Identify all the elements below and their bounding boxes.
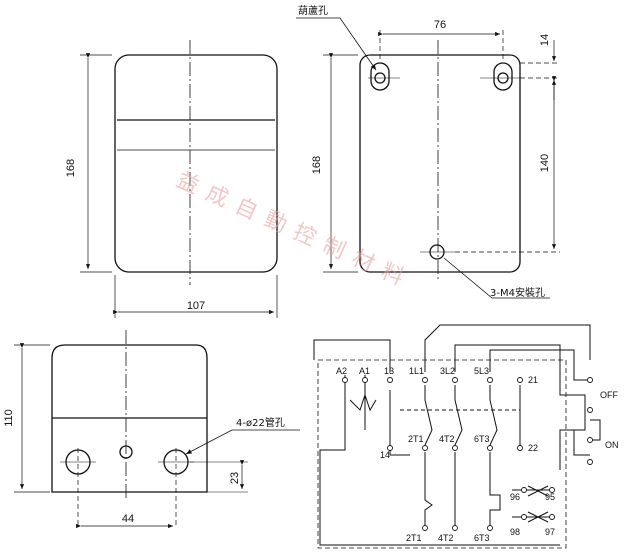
terminal-13: 13	[384, 366, 394, 376]
terminal-a2: A2	[336, 366, 347, 376]
side-height-value: 110	[3, 409, 15, 427]
terminal-2t1-mid: 2T1	[408, 434, 424, 444]
mount-label: 3-M4安裝孔	[490, 286, 545, 299]
coil-symbol	[349, 393, 377, 412]
terminal-22: 22	[528, 443, 538, 453]
side-outline	[51, 344, 208, 493]
terminal-a1: A1	[359, 366, 370, 376]
mount-leader	[443, 257, 550, 299]
rear-width-value: 76	[434, 19, 446, 31]
terminal-1l1: 1L1	[409, 366, 424, 376]
output-6t3: 6T3	[474, 533, 490, 543]
rear-height-value: 168	[311, 156, 323, 174]
watermark: 益成自動控制材料	[173, 168, 417, 295]
terminal-4t2-mid: 4T2	[439, 434, 455, 444]
terminal-6t3-mid: 6T3	[474, 434, 490, 444]
terminal-circles	[342, 377, 593, 531]
off-label: OFF	[600, 390, 618, 400]
front-outline	[114, 54, 278, 273]
terminal-3l2: 3L2	[440, 366, 455, 376]
pipe-leader	[185, 429, 300, 455]
terminal-96: 96	[510, 492, 520, 502]
screw-icon	[119, 445, 133, 459]
front-view	[80, 40, 278, 318]
pipe-label: 4-ø22管孔	[236, 416, 285, 429]
terminal-21: 21	[528, 375, 538, 385]
terminal-98: 98	[510, 527, 520, 537]
side-offset-value: 23	[229, 472, 241, 484]
output-2t1: 2T1	[406, 533, 422, 543]
front-width-value: 107	[187, 300, 205, 312]
side-spacing-value: 44	[122, 513, 134, 525]
terminal-97: 97	[545, 527, 555, 537]
on-label: ON	[605, 440, 619, 450]
terminal-5l3: 5L3	[474, 366, 489, 376]
keyhole-leader	[296, 17, 377, 71]
side-view	[14, 330, 300, 529]
keyhole-label: 葫蘆孔	[298, 4, 328, 17]
rear-hole-value: 140	[539, 154, 551, 172]
terminal-95: 95	[545, 492, 555, 502]
contactor-enclosure	[317, 359, 567, 549]
output-4t2: 4T2	[438, 533, 454, 543]
keyhole-left	[370, 62, 390, 91]
wiring-diagram	[313, 324, 601, 549]
front-height-value: 168	[65, 159, 77, 177]
rear-outline	[359, 54, 521, 273]
keyhole-right	[493, 62, 513, 91]
terminal-14: 14	[380, 450, 390, 460]
rear-view	[296, 17, 560, 299]
rear-offset-value: 14	[539, 34, 551, 46]
